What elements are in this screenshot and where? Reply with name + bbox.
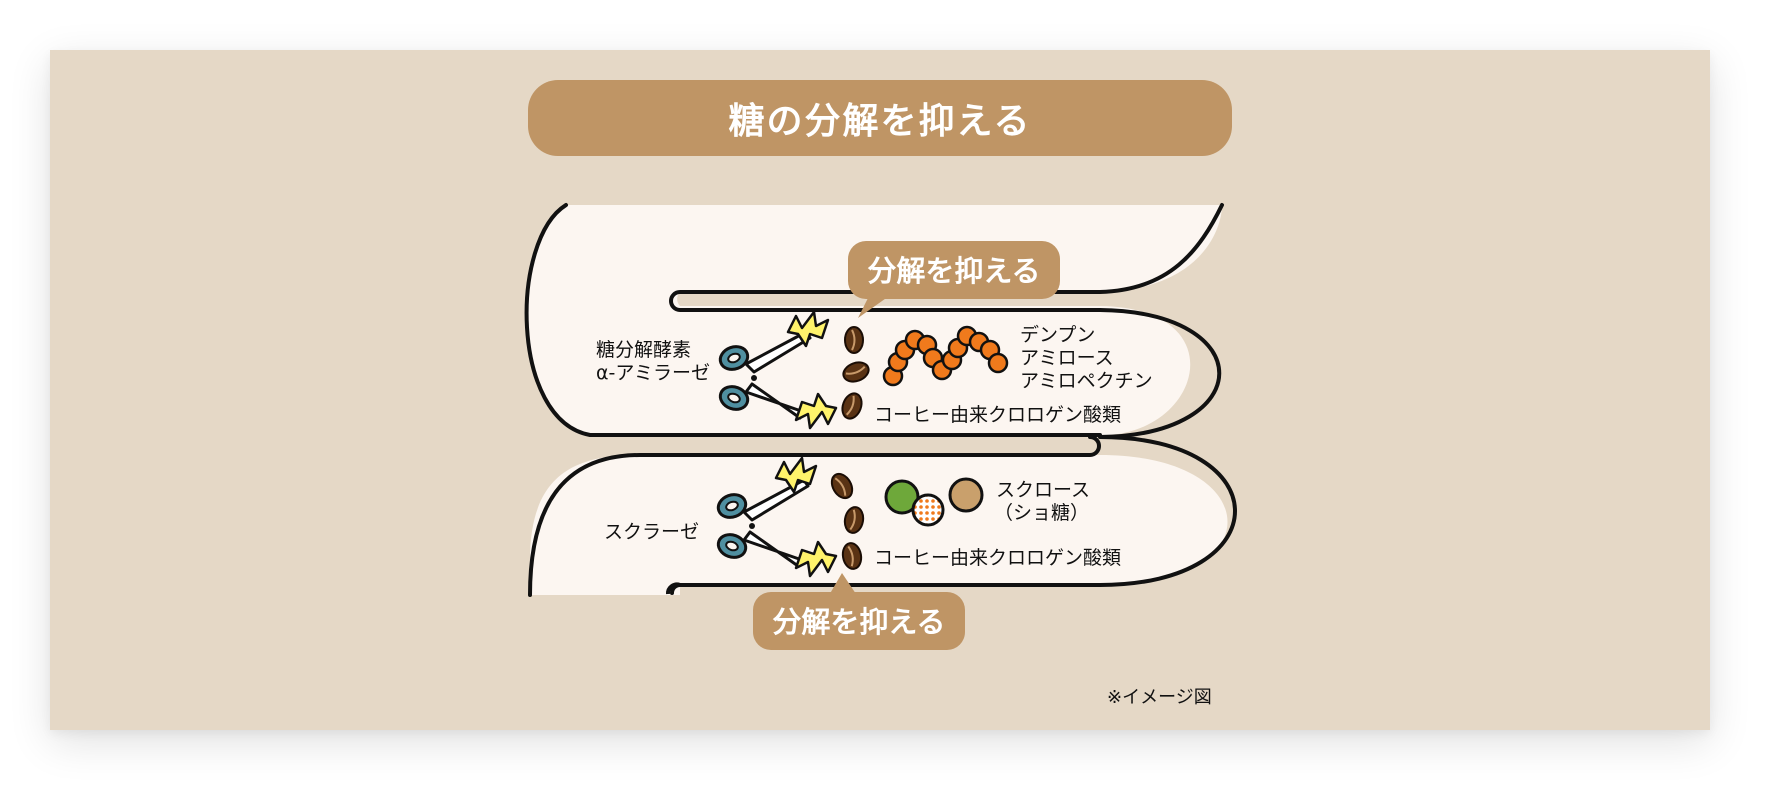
speech-bubble-top: 分解を抑える (848, 241, 1060, 318)
polyphenol-bottom-label: コーヒー由来クロロゲン酸類 (874, 547, 1121, 569)
starch-label-1: デンプン (1020, 324, 1095, 346)
enzyme-top-label-2: α-アミラーゼ (596, 362, 710, 384)
sucrose-label-1: スクロース (996, 479, 1090, 501)
fructose-pattern-icon (911, 493, 945, 527)
starch-label-2: アミロース (1020, 347, 1114, 369)
sucrose-label-2: （ショ糖） (994, 502, 1089, 524)
intestine-upper-fold (526, 205, 1222, 436)
fructose-icon (948, 477, 984, 513)
image-note: ※イメージ図 (1107, 687, 1212, 708)
enzyme-top-label-1: 糖分解酵素 (596, 339, 691, 361)
starch-label-3: アミロペクチン (1020, 370, 1153, 392)
enzyme-bottom-label: スクラーゼ (604, 521, 699, 543)
intestine-lower-fold (530, 455, 1228, 595)
page-title: 糖の分解を抑える (528, 80, 1232, 156)
polyphenol-top-label: コーヒー由来クロロゲン酸類 (874, 404, 1121, 426)
bubble-bottom-text: 分解を抑える (772, 605, 945, 639)
coffee-bean-icon (844, 326, 864, 354)
starch-chain-icon (882, 325, 1009, 387)
bubble-top-text: 分解を抑える (867, 254, 1040, 288)
speech-bubble-bottom: 分解を抑える (753, 573, 965, 650)
